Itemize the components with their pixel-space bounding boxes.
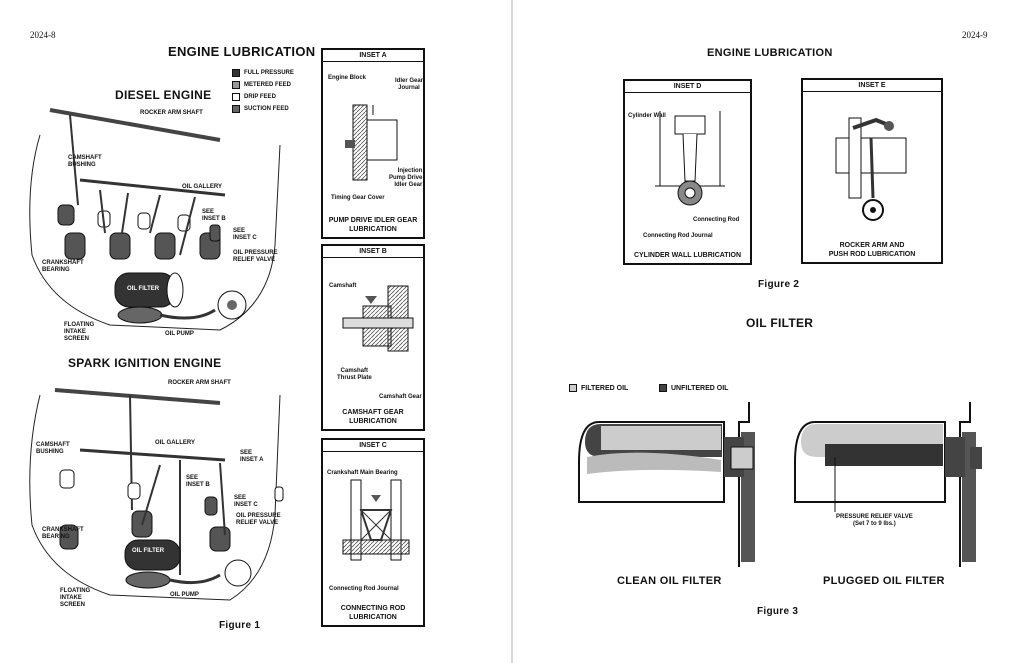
spark-oil-filter-label: OIL FILTER [132, 548, 165, 554]
inset-c: INSET C Crankshaft Main Bearing Connecti… [321, 438, 425, 627]
suction-feed-swatch [232, 105, 240, 113]
spark-see-inset-c-label: SEE INSET C [234, 495, 258, 508]
timing-cover-label: Timing Gear Cover [331, 195, 385, 201]
diesel-oil-pump-label: OIL PUMP [165, 331, 194, 337]
clean-oil-filter-illustration [578, 402, 755, 567]
idler-journal-label: Idler Gear Journal [395, 78, 424, 91]
spark-rocker-label: ROCKER ARM SHAFT [168, 380, 231, 386]
unfiltered-oil-legend: UNFILTERED OIL [659, 384, 728, 392]
drip-feed-swatch [232, 93, 240, 101]
diesel-rocker-label: ROCKER ARM SHAFT [140, 110, 203, 116]
inset-a-drawing [345, 104, 398, 181]
unfiltered-oil-swatch [659, 384, 667, 392]
plugged-oil-filter-illustration [794, 402, 982, 567]
figure-3-caption: Figure 3 [757, 606, 799, 617]
diesel-see-inset-c-label: SEE INSET C [233, 228, 257, 241]
plugged-filter-caption: PLUGGED OIL FILTER [823, 575, 945, 587]
spark-camshaft-bushing-label: CAMSHAFT BUSHING [36, 442, 70, 455]
diesel-oil-gallery-label: OIL GALLERY [182, 184, 223, 190]
spark-see-inset-a-label: SEE INSET A [240, 450, 264, 463]
inset-d: INSET D Cylinder Wall Connecting Rod Con… [623, 79, 752, 265]
inset-c-title: INSET C [323, 440, 423, 452]
page-title: ENGINE LUBRICATION [168, 44, 316, 59]
engine-block-label: Engine Block [328, 75, 367, 81]
inset-c-caption: CONNECTING ROD LUBRICATION [340, 605, 406, 621]
clean-filter-caption: CLEAN OIL FILTER [617, 575, 722, 587]
inset-e: INSET E ROCKER ARM AND PUSH ROD LUBRICAT… [801, 78, 943, 264]
pressure-relief-valve-label: PRESSURE RELIEF VALVE (Set 7 to 9 lbs.) [836, 514, 913, 527]
diesel-crankshaft-label: CRANKSHAFT BEARING [42, 260, 84, 273]
inset-b-caption: CAMSHAFT GEAR LUBRICATION [342, 409, 404, 425]
inset-a-title: INSET A [323, 50, 423, 62]
inset-c-drawing [342, 479, 410, 561]
spark-crankshaft-label: CRANKSHAFT BEARING [42, 527, 84, 540]
legend-item: FULL PRESSURE [232, 69, 294, 77]
filtered-oil-legend: FILTERED OIL [569, 384, 628, 392]
full-pressure-swatch [232, 69, 240, 77]
injection-pump-label: Injection Pump Drive Idler Gear [389, 168, 423, 188]
diesel-engine-illustration [29, 108, 281, 331]
inset-d-caption: CYLINDER WALL LUBRICATION [633, 252, 742, 259]
page-number: 2024-8 [30, 30, 56, 40]
camshaft-gear-label: Camshaft Gear [379, 394, 422, 400]
figure-2-caption: Figure 2 [758, 279, 800, 290]
rod-journal-label: Connecting Rod Journal [643, 233, 713, 239]
thrust-plate-label: Camshaft Thrust Plate [337, 368, 372, 381]
inset-d-drawing [655, 111, 725, 206]
rod-journal-label: Connecting Rod Journal [329, 586, 399, 592]
inset-b: INSET B Camshaft Camshaft Thrust Plate C… [321, 244, 425, 431]
diesel-engine-heading: DIESEL ENGINE [115, 88, 212, 102]
spark-oil-pump-label: OIL PUMP [170, 592, 199, 598]
page-title: ENGINE LUBRICATION [707, 47, 833, 59]
spark-oil-gallery-label: OIL GALLERY [155, 440, 196, 446]
right-page: 2024-9 ENGINE LUBRICATION INSET D Cylind… [513, 0, 1024, 663]
figure-1-caption: Figure 1 [219, 620, 261, 631]
inset-b-camshaft-label: Camshaft [329, 283, 357, 289]
diesel-oil-filter-label: OIL FILTER [127, 286, 160, 292]
inset-a: INSET A Engine Block Idler Gear Journal … [321, 48, 425, 239]
inset-e-title: INSET E [803, 80, 941, 92]
spark-intake-screen-label: FLOATING INTAKE SCREEN [60, 588, 91, 608]
diesel-relief-valve-label: OIL PRESSURE RELIEF VALVE [233, 250, 278, 263]
metered-feed-swatch [232, 81, 240, 89]
legend-item: DRIP FEED [232, 93, 276, 101]
spark-engine-heading: SPARK IGNITION ENGINE [68, 356, 222, 370]
spark-relief-valve-label: OIL PRESSURE RELIEF VALVE [236, 513, 281, 526]
left-page: 2024-8 ENGINE LUBRICATION FULL PRESSURE … [0, 0, 511, 663]
diesel-camshaft-bushing-label: CAMSHAFT BUSHING [68, 155, 102, 168]
page-spine [511, 0, 513, 663]
filtered-oil-swatch [569, 384, 577, 392]
inset-e-drawing [835, 117, 907, 221]
legend-item: SUCTION FEED [232, 105, 289, 113]
cylinder-wall-label: Cylinder Wall [628, 113, 666, 119]
inset-b-title: INSET B [323, 246, 423, 258]
page-number: 2024-9 [962, 30, 988, 40]
spark-engine-illustration [29, 388, 284, 601]
inset-d-title: INSET D [625, 81, 750, 93]
spark-see-inset-b-label: SEE INSET B [186, 475, 210, 488]
diesel-intake-screen-label: FLOATING INTAKE SCREEN [64, 322, 95, 342]
main-bearing-label: Crankshaft Main Bearing [327, 470, 398, 476]
inset-b-drawing [342, 285, 414, 352]
inset-a-caption: PUMP DRIVE IDLER GEAR LUBRICATION [328, 217, 418, 233]
inset-e-caption: ROCKER ARM AND PUSH ROD LUBRICATION [828, 242, 916, 258]
legend-item: METERED FEED [232, 81, 291, 89]
oil-filter-heading: OIL FILTER [746, 316, 814, 330]
connecting-rod-label: Connecting Rod [693, 217, 740, 223]
diesel-see-inset-b-label: SEE INSET B [202, 209, 226, 222]
